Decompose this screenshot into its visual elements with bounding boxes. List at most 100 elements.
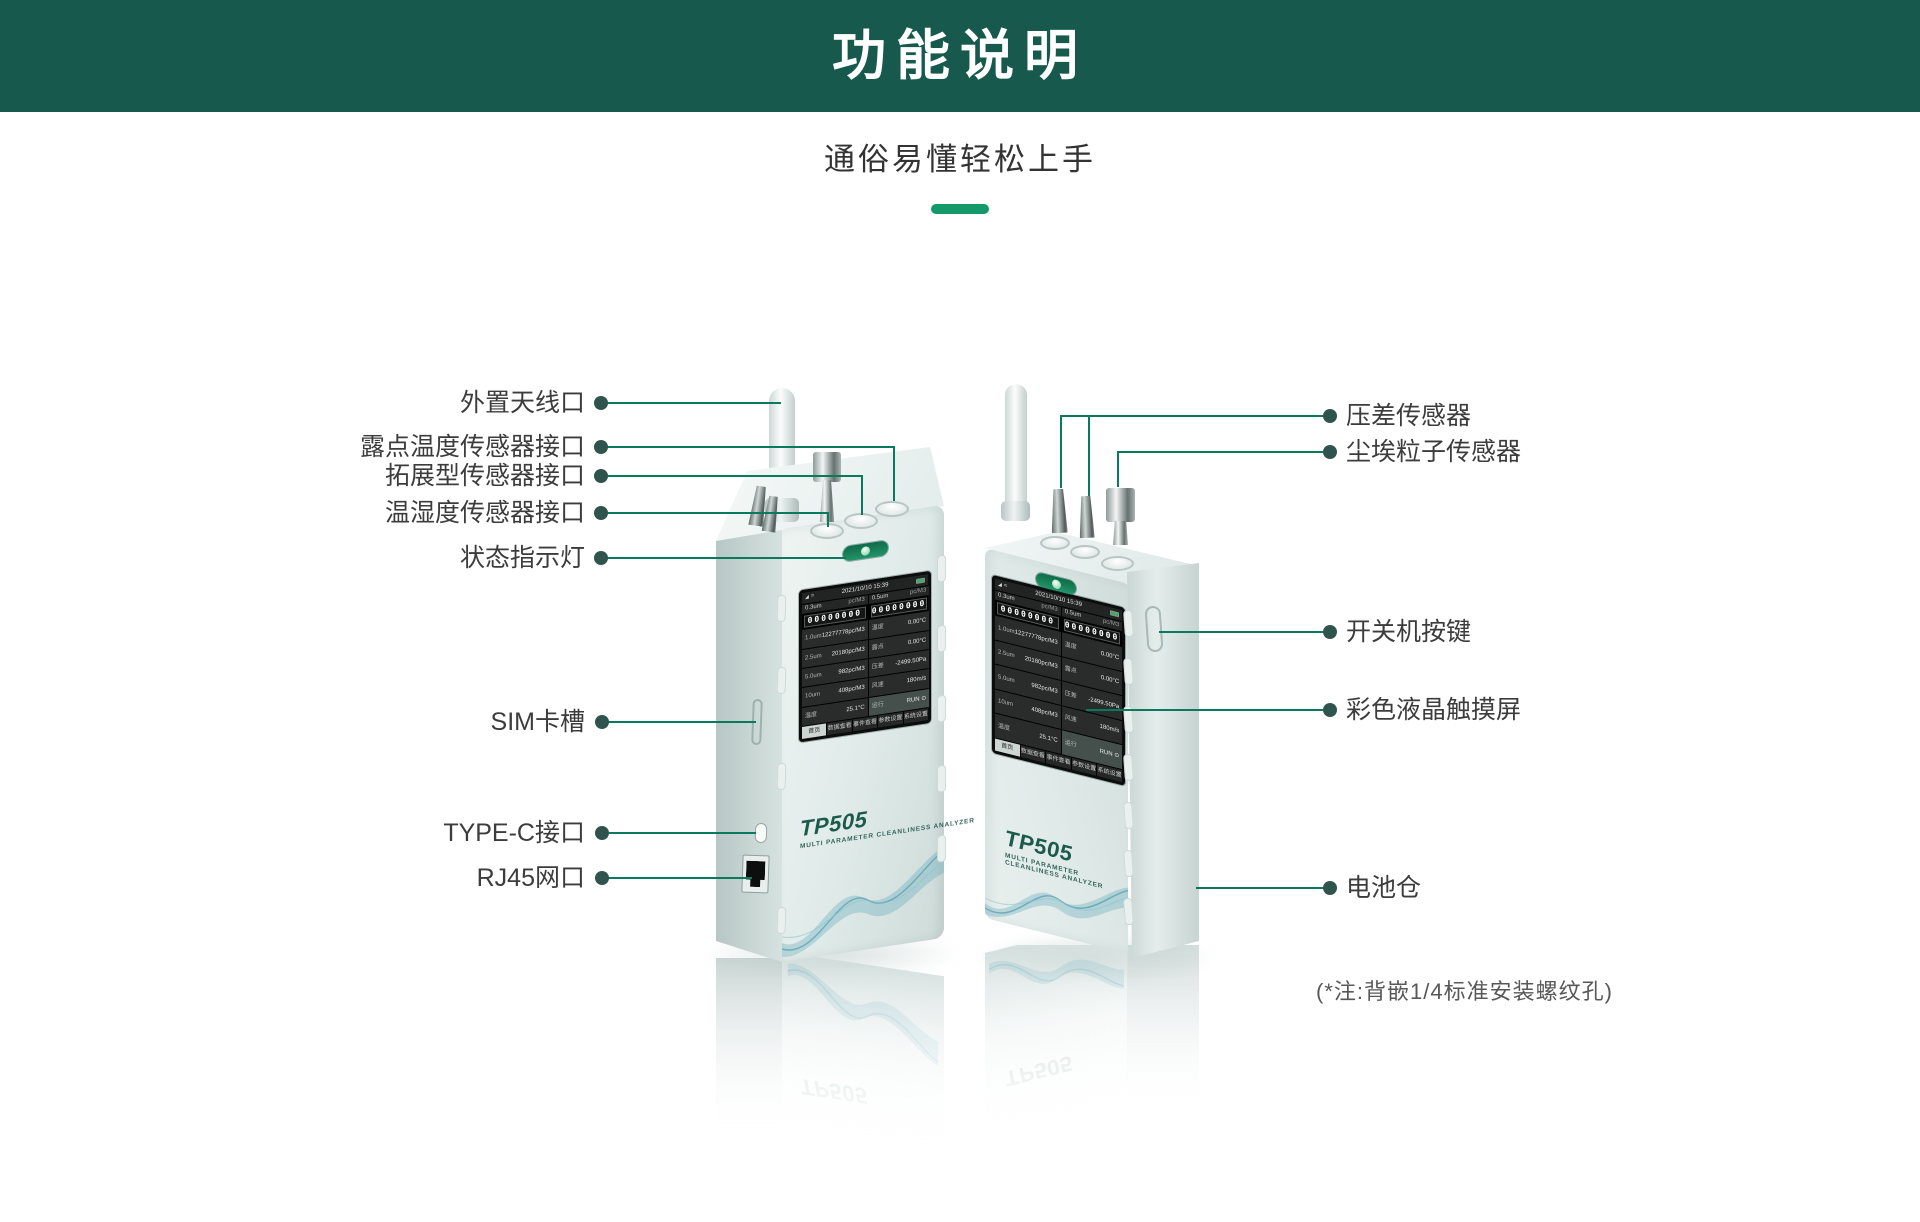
label-battery-compartment: 电池仓 bbox=[1346, 874, 1422, 902]
reading-label: 温度 bbox=[871, 624, 884, 632]
menu-event-view: 事件查看 bbox=[852, 715, 878, 732]
label-pressure-sensor: 压差传感器 bbox=[1346, 402, 1472, 430]
reading-label: 5.0um bbox=[998, 674, 1015, 685]
footnote: (*注:背嵌1/4标准安装螺纹孔) bbox=[1316, 979, 1613, 1004]
reading-label: 压差 bbox=[871, 662, 884, 671]
unit-label: pc/M3 bbox=[848, 596, 865, 606]
unit-label: pc/M3 bbox=[1102, 618, 1120, 629]
callout-dot bbox=[594, 506, 608, 520]
reading-value: 0.00°C bbox=[1100, 650, 1120, 662]
reading-value: 0.00°C bbox=[907, 637, 927, 646]
wave-graphic bbox=[782, 846, 944, 958]
reading-label: 露点 bbox=[1064, 666, 1077, 676]
edge-notch bbox=[937, 764, 946, 793]
label-sim-slot: SIM卡槽 bbox=[490, 708, 585, 736]
reading-label: 1.0um bbox=[998, 625, 1015, 636]
callout-dot bbox=[1323, 881, 1337, 895]
header-banner: 功能说明 bbox=[0, 0, 1920, 112]
callout-dot bbox=[1323, 445, 1337, 459]
reading-label: 风速 bbox=[871, 682, 884, 690]
menu-system-settings: 系统设置 bbox=[903, 708, 929, 724]
callout-line-particle bbox=[1117, 451, 1323, 487]
reading-label: 10um bbox=[998, 698, 1014, 709]
edge-notch bbox=[937, 834, 946, 863]
callout-dot bbox=[594, 551, 608, 565]
device-reflection: TP505 bbox=[985, 917, 1200, 1200]
label-dewpoint-sensor-port: 露点温度传感器接口 bbox=[359, 433, 585, 461]
reading-label: 1.0um bbox=[805, 633, 822, 642]
callout-dot bbox=[595, 826, 609, 840]
menu-home: 首页 bbox=[802, 723, 827, 740]
reading-label: 露点 bbox=[871, 643, 884, 652]
reading-label: 温度 bbox=[805, 711, 818, 720]
brand-model-reflection: TP505 bbox=[1005, 1050, 1073, 1093]
unit-label: pc/M3 bbox=[909, 587, 927, 596]
edge-notch bbox=[937, 694, 946, 723]
power-icon: ⊙ bbox=[921, 695, 927, 702]
sim-card-slot bbox=[751, 698, 763, 746]
status-led-icon bbox=[843, 540, 888, 562]
callout-dot bbox=[594, 396, 608, 410]
reading-value: 982pc/M3 bbox=[1031, 682, 1058, 696]
reading-label: 10um bbox=[805, 691, 821, 700]
reading-label: 2.5um bbox=[998, 649, 1015, 660]
typec-port bbox=[754, 822, 768, 844]
edge-notch bbox=[776, 906, 787, 935]
reading-value: 982pc/M3 bbox=[838, 665, 865, 676]
sensor-port bbox=[1070, 545, 1100, 559]
edge-notch bbox=[937, 624, 946, 653]
label-particle-sensor: 尘埃粒子传感器 bbox=[1346, 438, 1522, 466]
callout-dot bbox=[1323, 703, 1337, 717]
reading-value: 0.00°C bbox=[907, 617, 927, 627]
channel-label: 0.5um bbox=[1064, 608, 1082, 620]
callout-dot bbox=[594, 440, 608, 454]
antenna bbox=[1005, 384, 1027, 508]
device-reflection: TP505 bbox=[716, 952, 944, 1207]
page-title: 功能说明 bbox=[832, 26, 1088, 86]
edge-notch bbox=[1123, 897, 1134, 926]
channel-label: 0.3um bbox=[998, 592, 1015, 603]
signal-icon: ◢ bbox=[805, 593, 809, 601]
brand-model-reflection: TP505 bbox=[800, 1073, 868, 1109]
edge-notch bbox=[1123, 801, 1134, 830]
signal-icon: ◢ bbox=[998, 580, 1002, 588]
reading-label: 温度 bbox=[998, 723, 1011, 733]
label-temp-humidity-port: 温湿度传感器接口 bbox=[384, 499, 585, 527]
sensor-port bbox=[810, 523, 844, 539]
reading-value: -2499.50Pa bbox=[1088, 696, 1120, 711]
power-icon: ⊙ bbox=[1114, 752, 1120, 760]
particle-sensor bbox=[1106, 488, 1135, 522]
sensor-port bbox=[844, 513, 878, 529]
edge-notch bbox=[1123, 609, 1134, 638]
reading-value: 408pc/M3 bbox=[838, 684, 865, 695]
callout-line-pressure-1 bbox=[1060, 415, 1323, 488]
battery-icon bbox=[1110, 610, 1119, 618]
label-antenna-port: 外置天线口 bbox=[459, 389, 585, 417]
reading-value: 25.1°C bbox=[846, 704, 865, 713]
callout-dot bbox=[1323, 625, 1337, 639]
edge-notch bbox=[1123, 849, 1134, 878]
menu-data-view: 数据查看 bbox=[827, 719, 852, 736]
channel-label: 0.5um bbox=[871, 593, 889, 602]
callout-dot bbox=[1323, 409, 1337, 423]
wifi-icon: ≈ bbox=[1003, 582, 1008, 590]
reading-value: 25.1°C bbox=[1039, 733, 1058, 745]
reading-value: 12277778pc/M3 bbox=[821, 626, 865, 640]
page-subtitle: 通俗易懂轻松上手 bbox=[824, 142, 1096, 177]
power-button bbox=[1144, 605, 1164, 653]
reading-label: 运行 bbox=[871, 701, 884, 710]
particle-sensor-stem bbox=[1113, 521, 1128, 545]
label-power-button: 开关机按键 bbox=[1346, 618, 1472, 646]
wifi-icon: ≈ bbox=[810, 593, 815, 600]
edge-notch bbox=[776, 666, 787, 695]
edge-notch bbox=[1123, 753, 1134, 782]
edge-notch bbox=[937, 554, 946, 583]
reading-label: 2.5um bbox=[805, 652, 822, 662]
device-left-side-face bbox=[716, 530, 782, 962]
sensor-port bbox=[1101, 556, 1134, 571]
